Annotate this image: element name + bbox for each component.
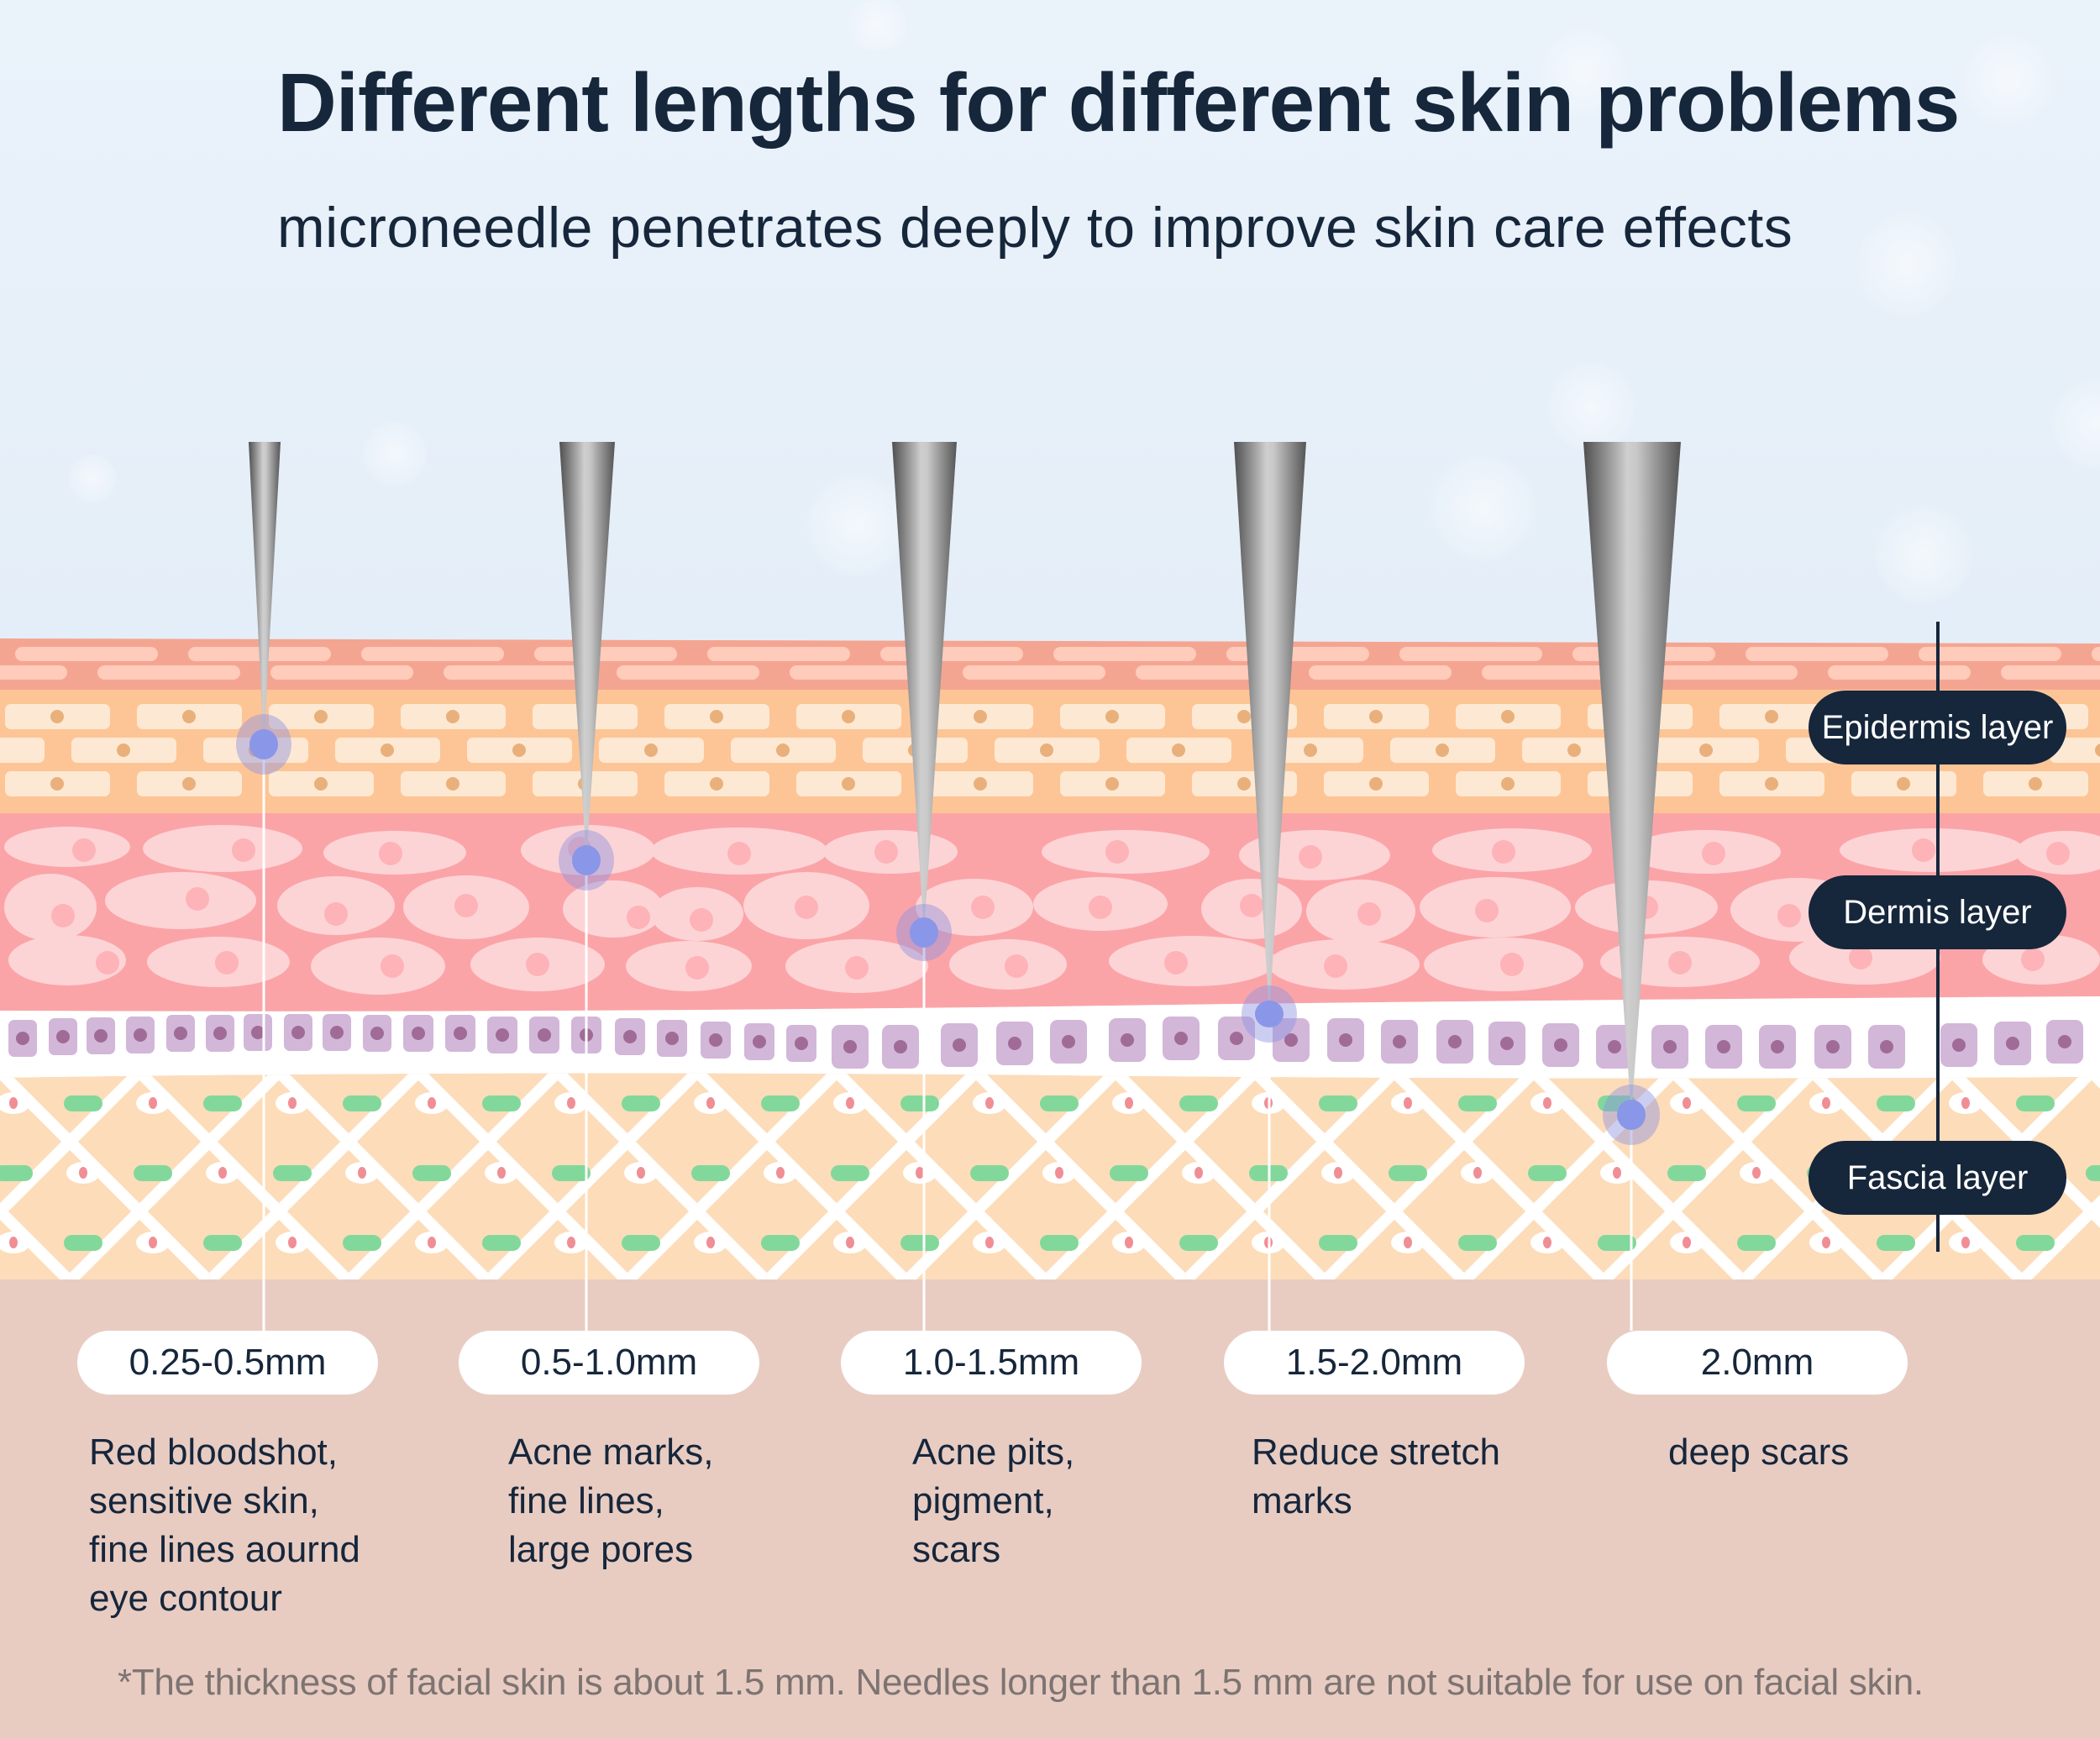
needle-1 bbox=[249, 442, 281, 744]
fascia-layer bbox=[0, 1073, 2100, 1279]
description-line: scars bbox=[912, 1529, 1001, 1570]
needle-length-badge: 1.0-1.5mm bbox=[841, 1331, 1142, 1395]
bokeh-decoration bbox=[1546, 361, 1638, 454]
needle-description: Red bloodshot, sensitive skin, fine line… bbox=[89, 1428, 360, 1623]
needle-description: Reduce stretch marks bbox=[1252, 1428, 1500, 1526]
description-line: marks bbox=[1252, 1480, 1352, 1521]
description-line: large pores bbox=[508, 1529, 694, 1570]
needle-4 bbox=[1234, 442, 1306, 1014]
dermis-layer bbox=[0, 813, 2100, 1011]
epidermis-layer bbox=[0, 690, 2100, 813]
needle-description: deep scars bbox=[1668, 1428, 1849, 1477]
page-title: Different lengths for different skin pro… bbox=[277, 56, 1960, 149]
needle-2 bbox=[559, 442, 615, 860]
needle-length-badge: 0.25-0.5mm bbox=[77, 1331, 378, 1395]
description-line: fine lines aournd bbox=[89, 1529, 360, 1570]
description-line: pigment, bbox=[912, 1480, 1054, 1521]
bokeh-decoration bbox=[806, 470, 907, 580]
needle-description: Acne pits, pigment, scars bbox=[912, 1428, 1074, 1574]
penetration-markers bbox=[236, 714, 1660, 1145]
description-line: Red bloodshot, bbox=[89, 1432, 338, 1473]
description-line: fine lines, bbox=[508, 1480, 664, 1521]
bokeh-decoration bbox=[1428, 454, 1537, 563]
needle-description: Acne marks, fine lines, large pores bbox=[508, 1428, 714, 1574]
needle-5 bbox=[1583, 442, 1681, 1115]
description-line: Acne marks, bbox=[508, 1432, 714, 1473]
bokeh-decoration bbox=[840, 0, 916, 50]
bokeh-decoration bbox=[1957, 34, 2058, 126]
dermis-layer-label: Dermis layer bbox=[1809, 875, 2066, 949]
description-line: Acne pits, bbox=[912, 1432, 1075, 1473]
basal-cell-layer bbox=[0, 996, 2100, 1079]
stratum-corneum-layer bbox=[0, 638, 2100, 691]
footnote: *The thickness of facial skin is about 1… bbox=[118, 1662, 1924, 1703]
description-line: eye contour bbox=[89, 1578, 282, 1619]
sky-background bbox=[0, 0, 2100, 664]
description-line: deep scars bbox=[1668, 1432, 1850, 1473]
epidermis-layer-label: Epidermis layer bbox=[1809, 691, 2066, 764]
bokeh-decoration bbox=[1856, 210, 1957, 319]
fascia-layer-label: Fascia layer bbox=[1809, 1141, 2066, 1215]
bokeh-decoration bbox=[1537, 25, 1630, 118]
bokeh-decoration bbox=[1873, 504, 1974, 605]
description-line: sensitive skin, bbox=[89, 1480, 319, 1521]
bokeh-decoration bbox=[67, 454, 118, 504]
needle-length-badge: 0.5-1.0mm bbox=[459, 1331, 759, 1395]
leader-lines bbox=[262, 756, 1633, 1331]
bokeh-decoration bbox=[361, 420, 428, 487]
needle-length-badge: 1.5-2.0mm bbox=[1224, 1331, 1525, 1395]
description-line: Reduce stretch bbox=[1252, 1432, 1500, 1473]
needle-length-badge: 2.0mm bbox=[1607, 1331, 1908, 1395]
page-subtitle: microneedle penetrates deeply to improve… bbox=[277, 196, 1793, 260]
needle-3 bbox=[892, 442, 957, 933]
